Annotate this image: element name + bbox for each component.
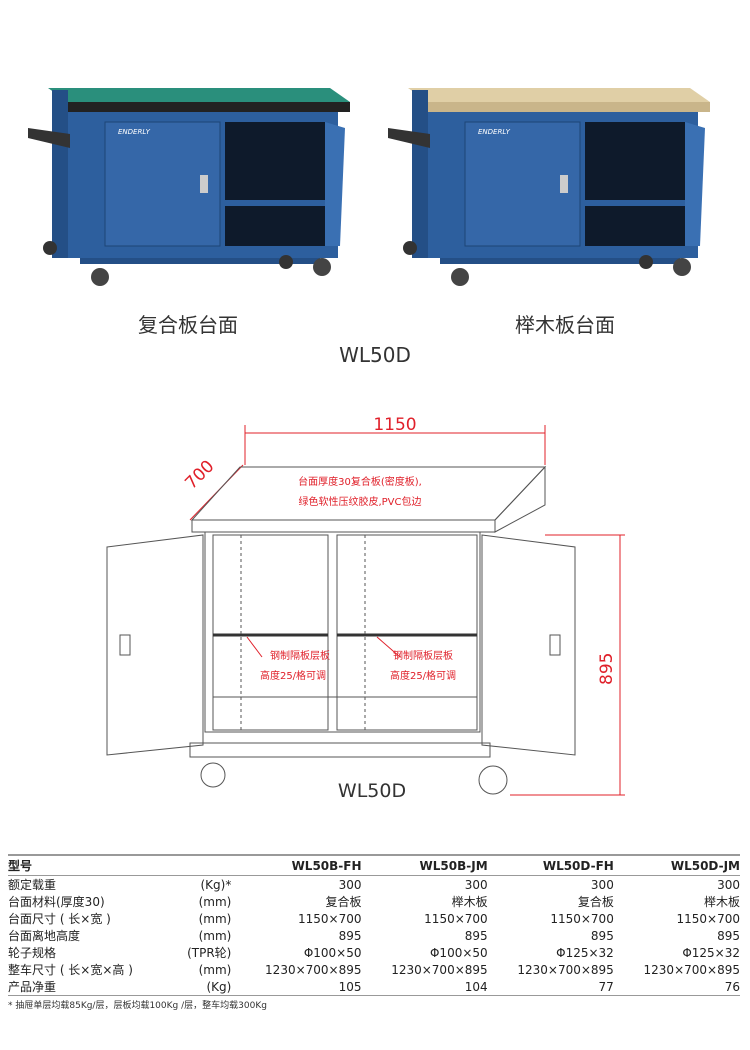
spec-value: 1230×700×895 — [265, 962, 362, 977]
brand-logo: ENDERLY — [118, 128, 151, 136]
spec-value: 1150×700 — [550, 911, 614, 926]
spec-unit: (TPR轮) — [187, 946, 232, 960]
spec-label: 额定载重 — [8, 878, 57, 892]
spec-value: 榉木板 — [703, 895, 740, 909]
spec-value: 300 — [590, 877, 614, 892]
spec-value: 104 — [464, 979, 488, 994]
shelf-note-left-2: 高度25/格可调 — [260, 669, 326, 682]
table-header-row: 型号 WL50B-FH WL50B-JM WL50D-FH WL50D-JM — [8, 855, 740, 876]
spec-value: 1230×700×895 — [517, 962, 614, 977]
product-image-beech-top: ENDERLY — [388, 88, 710, 286]
table-row: 整车尺寸 ( 长×宽×高 ) (mm) 1230×700×895 1230×700×8… — [8, 961, 740, 978]
spec-value: 300 — [338, 877, 362, 892]
spec-value: 300 — [717, 877, 740, 892]
spec-unit: (mm) — [198, 911, 232, 926]
spec-label: 台面离地高度 — [8, 929, 81, 943]
spec-label: 台面材料(厚度30) — [8, 895, 105, 909]
header-col: WL50B-FH — [291, 858, 362, 873]
table-row: 产品净重 (Kg) 105 104 77 76 — [8, 978, 740, 996]
spec-label: 台面尺寸 ( 长×宽 ) — [8, 912, 111, 926]
spec-value: 895 — [590, 928, 614, 943]
spec-value: Φ100×50 — [303, 945, 362, 960]
header-model: 型号 — [8, 859, 33, 873]
spec-value: 1150×700 — [676, 911, 741, 926]
shelf-note-left-1: 钢制隔板层板 — [270, 649, 330, 662]
spec-value: 复合板 — [577, 895, 614, 909]
table-row: 台面离地高度 (mm) 895 895 895 895 — [8, 927, 740, 944]
spec-value: Φ125×32 — [682, 945, 740, 960]
header-col: WL50D-JM — [670, 858, 740, 873]
table-row: 额定载重 (Kg)* 300 300 300 300 — [8, 876, 740, 894]
spec-table: 型号 WL50B-FH WL50B-JM WL50D-FH WL50D-JM 额… — [8, 854, 740, 996]
product-image-composite-top: ENDERLY — [28, 88, 350, 286]
spec-unit: (mm) — [198, 962, 232, 977]
caption-beech-top: 榉木板台面 — [515, 313, 615, 337]
brand-logo: ENDERLY — [478, 128, 511, 136]
spec-value: Φ125×32 — [556, 945, 614, 960]
spec-value: 1150×700 — [424, 911, 488, 926]
width-dimension: 1150 — [373, 415, 416, 435]
spec-value: 榉木板 — [451, 895, 488, 909]
spec-value: 895 — [338, 928, 362, 943]
drawing-label: WL50D — [338, 780, 406, 802]
depth-dimension: 700 — [181, 456, 218, 493]
top-note-line-1: 台面厚度30复合板(密度板), — [298, 475, 422, 488]
caption-composite-top: 复合板台面 — [138, 313, 238, 337]
spec-unit: (Kg) — [206, 979, 232, 994]
spec-value: 300 — [464, 877, 488, 892]
spec-value: 复合板 — [325, 895, 362, 909]
technical-drawing: 1150 700 895 台面厚度30复合板(密度板), 绿色软性压纹胶皮,PV… — [106, 415, 625, 802]
spec-unit: (mm) — [198, 894, 232, 909]
spec-value: 1230×700×895 — [391, 962, 488, 977]
height-dimension: 895 — [597, 653, 617, 685]
shelf-note-right-2: 高度25/格可调 — [390, 669, 456, 682]
spec-unit: (Kg)* — [200, 877, 232, 892]
spec-value: 1230×700×895 — [643, 962, 740, 977]
spec-value: 105 — [338, 979, 362, 994]
header-col: WL50D-FH — [542, 858, 614, 873]
header-col: WL50B-JM — [419, 858, 488, 873]
spec-label: 整车尺寸 ( 长×宽×高 ) — [8, 963, 133, 977]
spec-value: Φ100×50 — [429, 945, 488, 960]
shelf-note-right-1: 钢制隔板层板 — [393, 649, 453, 662]
model-title: WL50D — [339, 343, 411, 367]
spec-label: 轮子规格 — [8, 946, 57, 960]
shelf-arrows — [246, 636, 401, 658]
header-unit — [171, 855, 235, 876]
dimension-lines — [189, 425, 625, 796]
spec-label: 产品净重 — [8, 980, 57, 994]
spec-unit: (mm) — [198, 928, 232, 943]
spec-value: 895 — [717, 928, 740, 943]
spec-value: 76 — [724, 979, 740, 994]
spec-value: 895 — [464, 928, 488, 943]
footnote: * 抽屉单层均载85Kg/层，层板均载100Kg /层，整车均载300Kg — [8, 1001, 267, 1011]
spec-value: 1150×700 — [298, 911, 362, 926]
spec-value: 77 — [598, 979, 614, 994]
product-photos: ENDERLY ENDERLY — [28, 88, 710, 286]
top-note-line-2: 绿色软性压纹胶皮,PVC包边 — [298, 495, 421, 508]
table-row: 台面材料(厚度30) (mm) 复合板 榉木板 复合板 榉木板 — [8, 893, 740, 910]
table-row: 轮子规格 (TPR轮) Φ100×50 Φ100×50 Φ125×32 Φ125×32 — [8, 944, 740, 961]
table-row: 台面尺寸 ( 长×宽 ) (mm) 1150×700 1150×700 1150×700… — [8, 910, 740, 927]
